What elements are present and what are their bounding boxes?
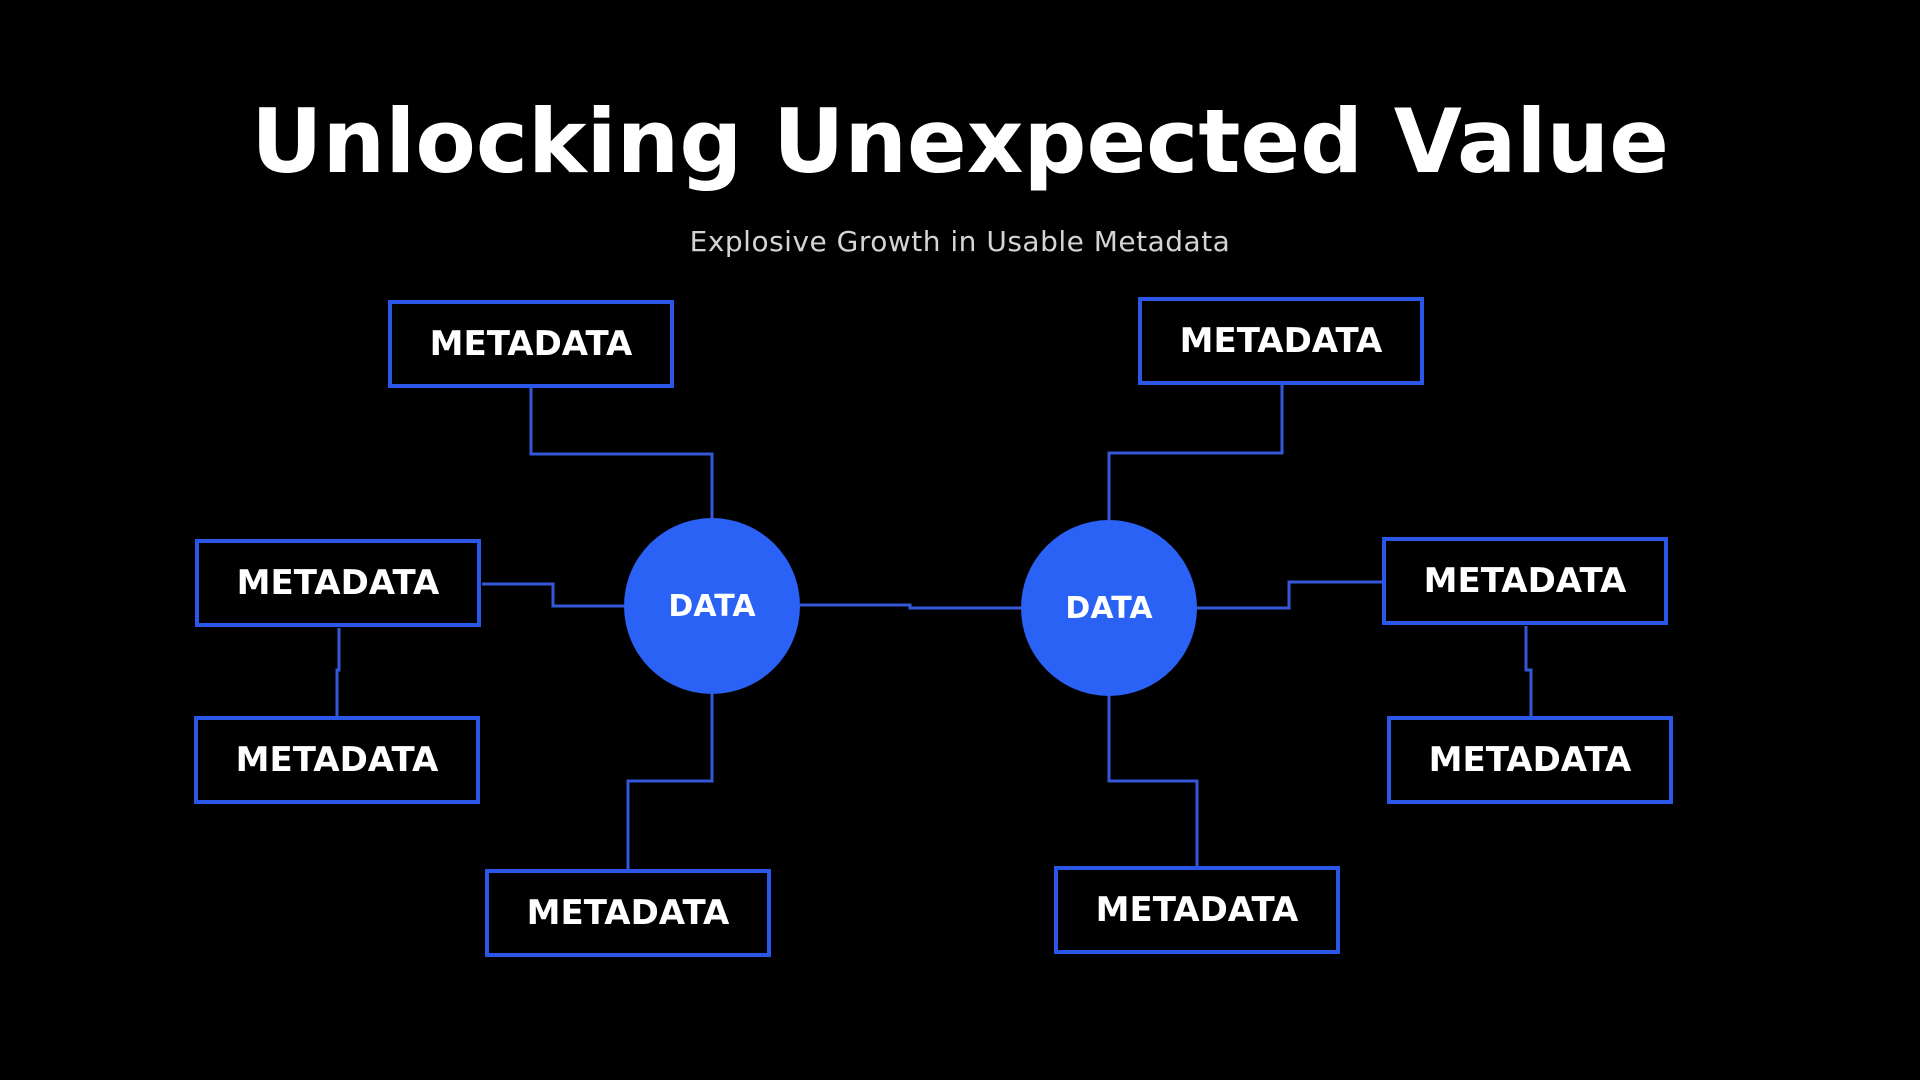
metadata-label: METADATA — [1423, 561, 1627, 601]
connector-left-top — [529, 388, 714, 518]
connector-right-middle — [1196, 580, 1382, 610]
connector-left-middle — [482, 582, 626, 608]
metadata-label: METADATA — [429, 324, 633, 364]
metadata-label: METADATA — [236, 563, 440, 603]
metadata-box-left-bottom: METADATA — [485, 869, 771, 957]
data-node-right-label: DATA — [1065, 590, 1153, 626]
metadata-label: METADATA — [235, 740, 439, 780]
metadata-label: METADATA — [526, 893, 730, 933]
metadata-box-right-lower: METADATA — [1387, 716, 1673, 804]
metadata-box-left-top: METADATA — [388, 300, 674, 388]
connector-left-bottom — [626, 694, 714, 870]
metadata-box-left-lower: METADATA — [194, 716, 480, 804]
data-node-left-label: DATA — [668, 588, 756, 624]
metadata-label: METADATA — [1179, 321, 1383, 361]
metadata-box-left-middle: METADATA — [195, 539, 481, 627]
slide-subtitle: Explosive Growth in Usable Metadata — [689, 225, 1231, 258]
connector-right-bottom — [1107, 696, 1199, 867]
metadata-box-right-middle: METADATA — [1382, 537, 1668, 625]
connector-right-chain — [1524, 626, 1533, 716]
slide-title: Unlocking Unexpected Value — [251, 90, 1669, 193]
data-node-right: DATA — [1021, 520, 1197, 696]
connector-left-chain — [335, 628, 341, 716]
metadata-box-right-bottom: METADATA — [1054, 866, 1340, 954]
data-link-line — [800, 603, 1022, 610]
metadata-label: METADATA — [1428, 740, 1632, 780]
connector-right-top — [1107, 385, 1284, 520]
data-node-left: DATA — [624, 518, 800, 694]
metadata-box-right-top: METADATA — [1138, 297, 1424, 385]
metadata-label: METADATA — [1095, 890, 1299, 930]
